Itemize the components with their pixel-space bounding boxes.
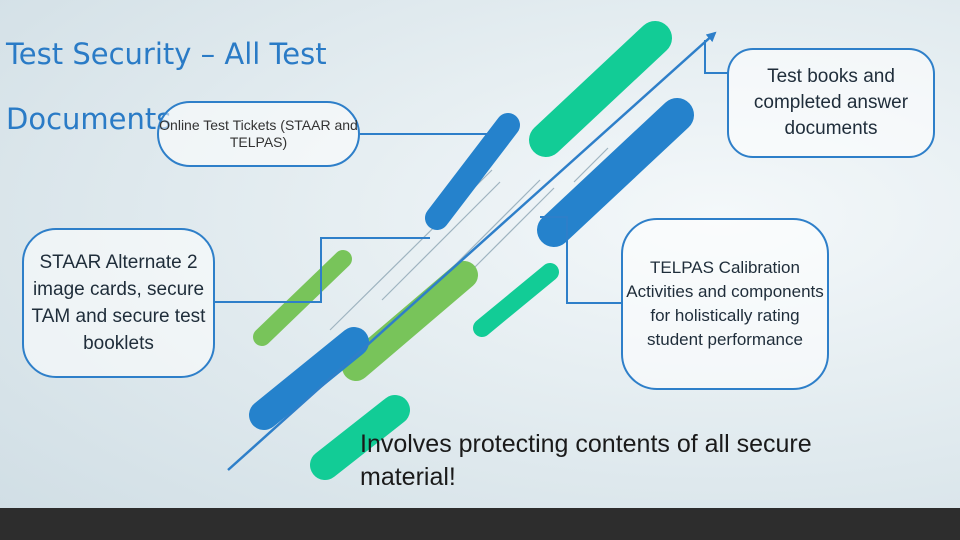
faint-line (381, 181, 501, 301)
stripe-teal (310, 395, 410, 480)
callout-test-books-text: Test books and completed answer document… (753, 66, 909, 139)
main-arrow (227, 31, 717, 471)
callout-telpas: TELPAS Calibration Activities and compon… (621, 218, 829, 390)
footer-statement: Involves protecting contents of all secu… (360, 430, 812, 491)
callout-telpas-text: TELPAS Calibration Activities and compon… (626, 258, 824, 349)
faint-line (469, 187, 555, 273)
connector-books (704, 40, 729, 74)
bottom-bar (0, 508, 960, 540)
stripe-blue (537, 98, 694, 247)
stripe-green (342, 261, 478, 381)
callout-staar-alternate: STAAR Alternate 2 image cards, secure TA… (22, 228, 215, 378)
callout-online-tickets-text: Online Test Tickets (STAAR and TELPAS) (159, 117, 358, 150)
faint-line (573, 147, 609, 183)
callout-online-tickets: Online Test Tickets (STAAR and TELPAS) (157, 101, 360, 167)
stripe-teal (529, 21, 672, 157)
stripe-green (253, 250, 352, 346)
stripe-blue (249, 327, 369, 430)
stripe-teal (473, 263, 559, 337)
callout-staar-alternate-text: STAAR Alternate 2 image cards, secure TA… (31, 252, 206, 354)
connector-telpas (540, 216, 622, 304)
stripe-blue (425, 113, 520, 230)
connector-staar (215, 237, 430, 303)
callout-test-books: Test books and completed answer document… (727, 48, 935, 158)
page-title: Test Security – All Test Documents (6, 37, 327, 136)
